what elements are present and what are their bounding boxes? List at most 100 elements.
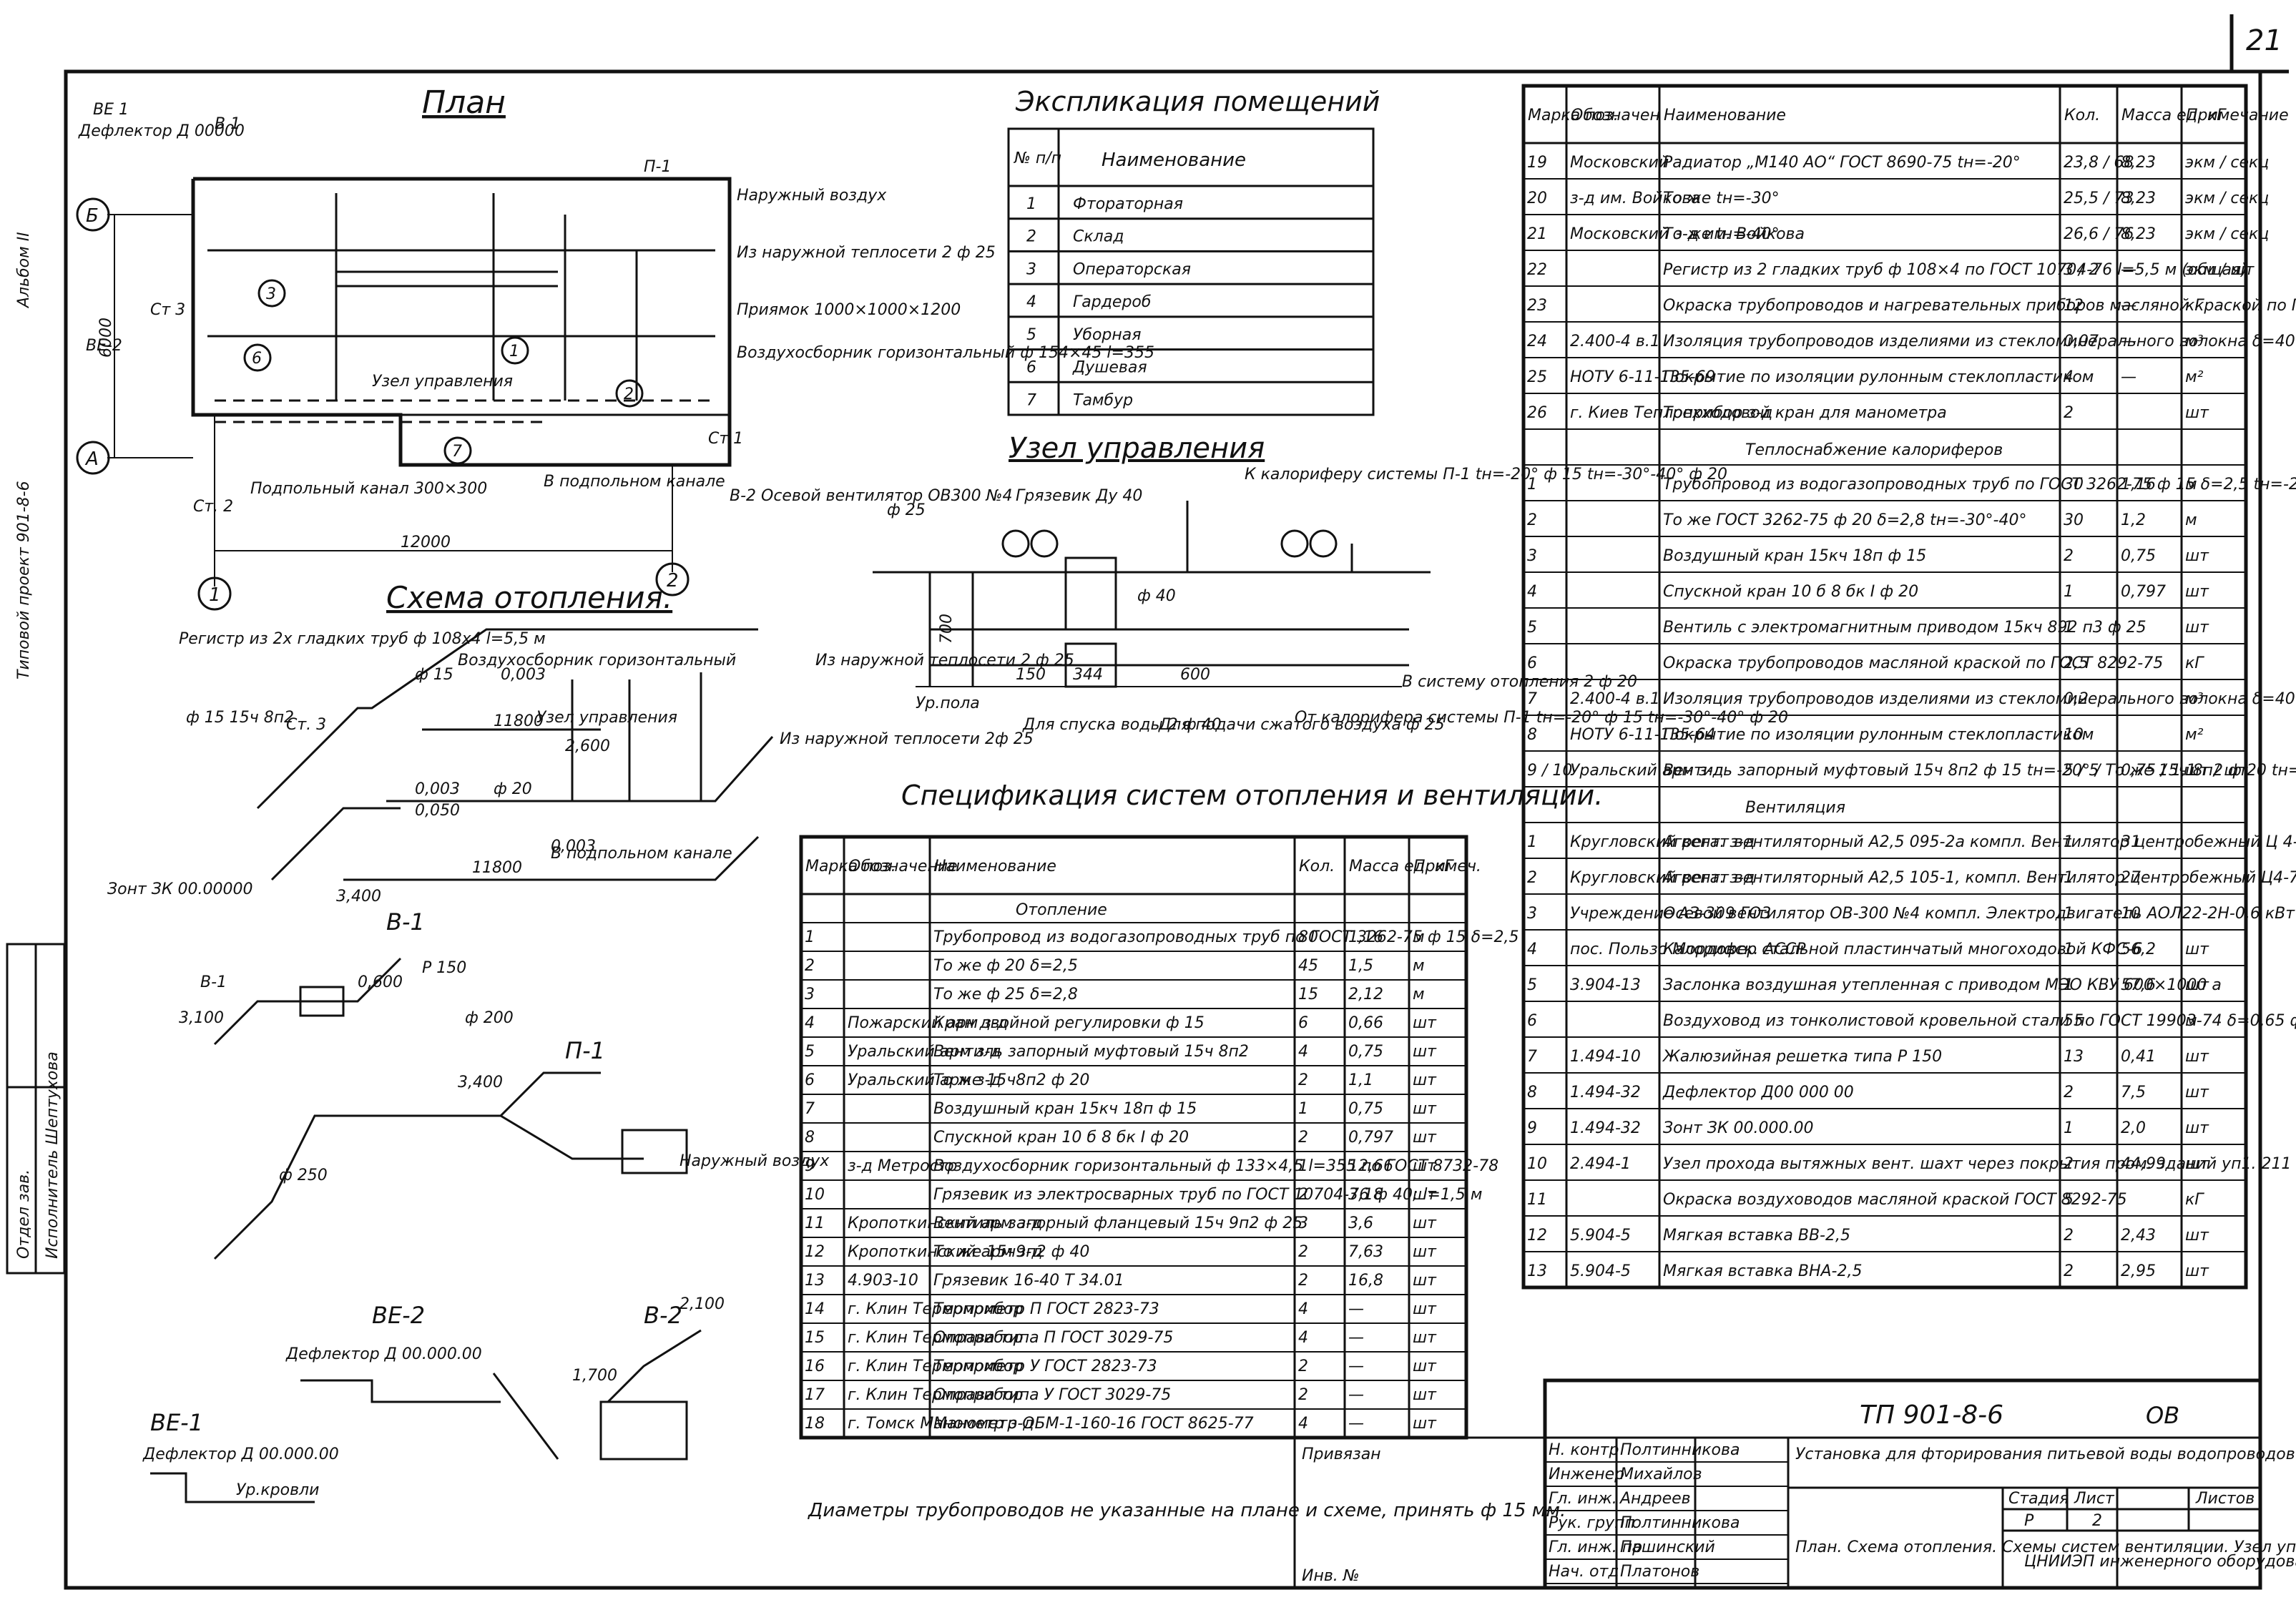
- spec-left-row-qty: 1: [1298, 1100, 1308, 1118]
- cn-drain: Для спуска воды 2 ф 40: [1022, 716, 1222, 734]
- spec-right-row-mark: 5: [1527, 976, 1537, 994]
- hs-channel: В подпольном канале: [551, 845, 732, 863]
- vs-elev-3400: 3,400: [458, 1074, 503, 1091]
- spec-right-row-qty: 23,8 / 68: [2064, 154, 2134, 172]
- spec-left-row-qty: 4: [1298, 1329, 1308, 1347]
- hs-dim2: 11800: [472, 859, 522, 877]
- spec-left-row-mark: 15: [805, 1329, 825, 1347]
- spec-right-row-mark: 3: [1527, 547, 1537, 565]
- spec-right-row-name: Изоляция трубопроводов изделиями из стек…: [1663, 333, 2296, 350]
- spec-right-row-name: Мягкая вставка ВНА-2,5: [1663, 1262, 1862, 1280]
- explication-row-num: 4: [1026, 293, 1036, 311]
- spec-right-row-designation: 2.494-1: [1570, 1155, 1631, 1173]
- spec-right-row-mark: 4: [1527, 941, 1537, 958]
- spec-right-row-mark: 8: [1527, 726, 1537, 744]
- spec-right-row-name: Калорифер стальной пластинчатый многоход…: [1663, 941, 2142, 958]
- hs-pipe: ф 15 15ч 8п2: [186, 709, 294, 727]
- spec-right-row-qty: 1: [2064, 976, 2074, 994]
- spec-right-row-qty: 2: [2064, 1084, 2074, 1101]
- explication-row-num: 3: [1026, 260, 1036, 278]
- plan-ve1: ВЕ 1: [93, 101, 129, 119]
- spec-left-row-mark: 9: [805, 1157, 815, 1175]
- spec-right-row-name: Осевой вентилятор ОВ-300 №4 компл. Элект…: [1663, 905, 2295, 923]
- cn-mud: Грязевик Ду 40: [1016, 487, 1142, 505]
- spec-right-row-mark: 12: [1527, 1227, 1547, 1245]
- hs-d15: ф 15: [415, 666, 453, 684]
- spec-right-row-mark: 6: [1527, 654, 1537, 672]
- spec-right-row-note: шт / шт: [2185, 762, 2248, 780]
- spec-right-row-mark: 7: [1527, 1048, 1537, 1066]
- explication-header-num: № п/п: [1014, 149, 1061, 167]
- spec-left-row-mass: —: [1348, 1300, 1364, 1318]
- spec-left-row-qty: 6: [1298, 1014, 1308, 1032]
- svg-text:6: 6: [252, 350, 262, 368]
- spec-right-row-designation: 2.400-4 в.1: [1570, 333, 1660, 350]
- cn-to-system: В систему отопления 2 ф 20: [1402, 673, 1637, 691]
- spec-right-row-qty: 2: [2064, 1262, 2074, 1280]
- spec-left-row-name: То же ф 20 δ=2,5: [933, 957, 1078, 975]
- control-node: Узел управления К калориферу системы П-1…: [815, 432, 1788, 734]
- spec-right-row-qty: 1: [2064, 583, 2074, 601]
- hs-air-collector: Воздухосборник горизонтальный: [458, 652, 736, 669]
- spec-right-row-qty: 30: [2064, 511, 2084, 529]
- spec-left-row-qty: 2: [1298, 1129, 1308, 1147]
- explication-row-num: 1: [1026, 195, 1036, 213]
- spec-right-row-qty: 30: [2064, 476, 2084, 494]
- hs-node: Узел управления: [536, 709, 677, 727]
- svg-text:7: 7: [452, 443, 462, 461]
- spec-right-row-mass: 44,99: [2121, 1155, 2166, 1173]
- spec-right-row-note: шт: [2185, 1048, 2209, 1066]
- spec-right-row-note: м: [2185, 511, 2197, 529]
- spec-right-row-mass: 7,5: [2121, 1084, 2146, 1101]
- spec-right-row-note: м²: [2185, 726, 2204, 744]
- spec-right-row-note: шт: [2185, 1119, 2209, 1137]
- axis-1: 1: [209, 584, 221, 606]
- tb-inv: Инв. №: [1302, 1567, 1360, 1585]
- spec-right-row-mass: 2,43: [2121, 1227, 2156, 1245]
- svg-text:3: 3: [266, 285, 276, 303]
- spec-right-row-qty: 25,5 / 73: [2064, 190, 2134, 207]
- spec-right-row-designation: 1.494-32: [1570, 1084, 1641, 1101]
- cn-dim600: 600: [1180, 666, 1210, 684]
- spec-right-row-note: экм / шт: [2185, 261, 2255, 279]
- spec-left-row-mark: 12: [805, 1243, 825, 1261]
- plan-ve2: ВЕ-2: [86, 337, 122, 355]
- explication-row-name: Гардероб: [1073, 293, 1151, 311]
- spec-right-row-qty: 55: [2064, 1012, 2084, 1030]
- spec-right-row-note: шт: [2185, 404, 2209, 422]
- spec-right-row-designation: 2.400-4 в.1: [1570, 690, 1660, 708]
- spec-right-row-mass: 57,6: [2121, 976, 2156, 994]
- spec-left-row-mass: 1,16: [1348, 928, 1383, 946]
- tb-project: Установка для фторирования питьевой воды…: [1795, 1446, 2296, 1463]
- spec-right-row-name: То же tн=-40°: [1663, 225, 1780, 243]
- spec-right-row-designation: 5.904-5: [1570, 1227, 1631, 1245]
- spec-right-row-note: м²: [2185, 368, 2204, 386]
- spec-left-row-mass: —: [1348, 1329, 1364, 1347]
- spec-left-row-mass: 2,12: [1348, 986, 1383, 1003]
- spec-right-row-note: шт: [2185, 1227, 2209, 1245]
- vs-elev-3100: 3,100: [179, 1009, 224, 1027]
- plan-ct3: Ст 3: [150, 301, 185, 319]
- spec-left-row-qty: 1: [1298, 1157, 1308, 1175]
- spec-left-row-note: шт: [1413, 1358, 1437, 1375]
- plan-title: План: [422, 84, 506, 121]
- heating-scheme-title: Схема отопления.: [386, 580, 672, 615]
- spec-left-section: Отопление: [1016, 901, 1107, 919]
- spec-right-row-qty: 1: [2064, 869, 2074, 887]
- spec-right-row-mark: 7: [1527, 690, 1537, 708]
- plan-node: Узел управления: [372, 373, 513, 391]
- spec-left-row-note: шт: [1413, 1329, 1437, 1347]
- spec-right-row-mark: 21: [1527, 225, 1547, 243]
- vs-deflector1: Дефлектор Д 00.000.00: [142, 1446, 339, 1463]
- side-stamp-names: Исполнитель Шептухова: [44, 1051, 62, 1259]
- tb-sheet-code: ОВ: [2146, 1402, 2179, 1429]
- spec-left-title: Спецификация систем отопления и вентиляц…: [901, 780, 1603, 811]
- spec-right-row-name: Трубопровод из водогазопроводных труб по…: [1663, 476, 2296, 494]
- spec-left-row-name: Вентиль запорный фланцевый 15ч 9п2 ф 25: [933, 1214, 1302, 1232]
- spec-right-row-mark: 26: [1527, 404, 1547, 422]
- spec-right-row-name: Окраска трубопроводов и нагревательных п…: [1663, 297, 2296, 315]
- spec-left-row-designation: г. Томск Манометр з-д: [848, 1415, 1034, 1433]
- spec-right-row-qty: 4: [2064, 368, 2074, 386]
- tb-sheets-h: Листов: [2195, 1490, 2255, 1508]
- spec-left-row-qty: 2: [1298, 1186, 1308, 1204]
